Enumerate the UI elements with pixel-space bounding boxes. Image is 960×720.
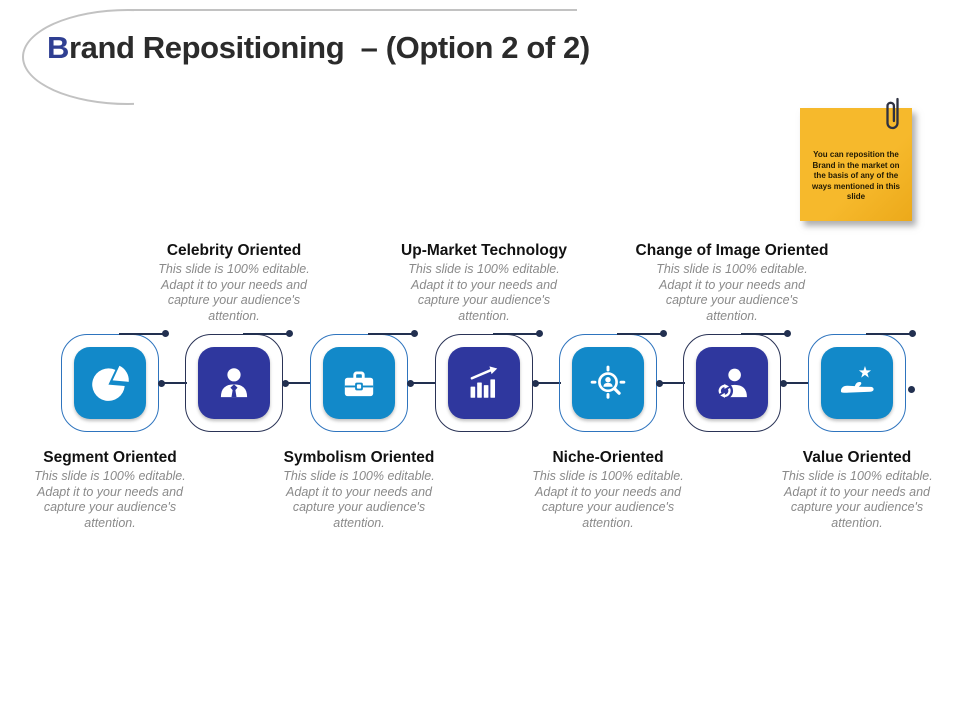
connector-dot <box>158 379 165 387</box>
connector-line <box>409 382 436 384</box>
tail-dot <box>784 330 791 337</box>
tail-dot <box>162 330 169 337</box>
niche-search-icon <box>590 365 626 399</box>
tail-line <box>493 333 539 335</box>
step-up-market-technology <box>435 330 561 432</box>
step-segment-oriented <box>61 330 187 432</box>
tail-dot <box>286 330 293 337</box>
step-description: This slide is 100% editable. Adapt it to… <box>532 469 684 530</box>
label-celebrity-oriented: Celebrity Oriented This slide is 100% ed… <box>119 242 349 324</box>
connector-line <box>782 382 809 384</box>
step-niche-oriented <box>559 330 685 432</box>
step-heading: Symbolism Oriented <box>283 449 435 466</box>
tail-line <box>243 333 289 335</box>
step-description: This slide is 100% editable. Adapt it to… <box>283 469 435 530</box>
step-heading: Change of Image Oriented <box>635 242 829 259</box>
title-arc-decoration <box>22 9 134 106</box>
hand-star-icon <box>840 365 874 393</box>
connector-dot <box>407 379 414 387</box>
change-image-tile <box>696 347 768 419</box>
connector-dot <box>780 379 787 387</box>
step-description: This slide is 100% editable. Adapt it to… <box>781 469 933 530</box>
tail-line <box>368 333 414 335</box>
label-niche-oriented: Niche-Oriented This slide is 100% editab… <box>493 449 723 531</box>
niche-tile <box>572 347 644 419</box>
page-title: Brand Repositioning – (Option 2 of 2) <box>47 30 590 66</box>
segment-tile <box>74 347 146 419</box>
process-chain <box>0 330 960 432</box>
tail-dot <box>411 330 418 337</box>
step-description: This slide is 100% editable. Adapt it to… <box>158 262 310 323</box>
outline-frame <box>808 334 906 432</box>
pie-chart-icon <box>92 365 129 401</box>
chain-end-dot <box>908 386 915 393</box>
connector-dot <box>282 379 289 387</box>
tail-dot <box>909 330 916 337</box>
label-symbolism-oriented: Symbolism Oriented This slide is 100% ed… <box>244 449 474 531</box>
connector-line <box>658 382 685 384</box>
step-description: This slide is 100% editable. Adapt it to… <box>34 469 186 530</box>
step-heading: Up-Market Technology <box>401 242 567 259</box>
tail-line <box>866 333 912 335</box>
value-tile <box>821 347 893 419</box>
step-heading: Celebrity Oriented <box>166 242 302 259</box>
tail-line <box>741 333 787 335</box>
label-segment-oriented: Segment Oriented This slide is 100% edit… <box>0 449 225 531</box>
celebrity-tile <box>198 347 270 419</box>
label-change-of-image: Change of Image Oriented This slide is 1… <box>617 242 847 324</box>
tail-dot <box>536 330 543 337</box>
title-top-line <box>127 9 577 11</box>
businessman-icon <box>220 368 248 398</box>
briefcase-icon <box>344 371 374 397</box>
step-heading: Segment Oriented <box>43 449 177 466</box>
label-up-market-technology: Up-Market Technology This slide is 100% … <box>369 242 599 324</box>
step-description: This slide is 100% editable. Adapt it to… <box>656 262 808 323</box>
step-value-oriented <box>808 330 916 432</box>
sticky-note-text: You can reposition the Brand in the mark… <box>811 150 900 202</box>
step-symbolism-oriented <box>310 330 436 432</box>
tail-line <box>617 333 663 335</box>
growth-chart-icon <box>470 366 498 398</box>
person-refresh-icon <box>716 368 747 400</box>
connector-line <box>534 382 561 384</box>
step-heading: Value Oriented <box>802 449 912 466</box>
label-value-oriented: Value Oriented This slide is 100% editab… <box>742 449 960 531</box>
tail-dot <box>660 330 667 337</box>
connector-line <box>284 382 311 384</box>
step-description: This slide is 100% editable. Adapt it to… <box>408 262 560 323</box>
title-text: rand Repositioning – (Option 2 of 2) <box>69 30 590 65</box>
tail-line <box>119 333 165 335</box>
step-change-of-image <box>683 330 809 432</box>
up-market-tile <box>448 347 520 419</box>
title-accent-letter: B <box>47 30 69 65</box>
step-heading: Niche-Oriented <box>552 449 664 466</box>
connector-dot <box>656 379 663 387</box>
paperclip-icon <box>882 95 904 144</box>
connector-dot <box>532 379 539 387</box>
step-celebrity-oriented <box>185 330 311 432</box>
connector-line <box>160 382 187 384</box>
symbolism-tile <box>323 347 395 419</box>
